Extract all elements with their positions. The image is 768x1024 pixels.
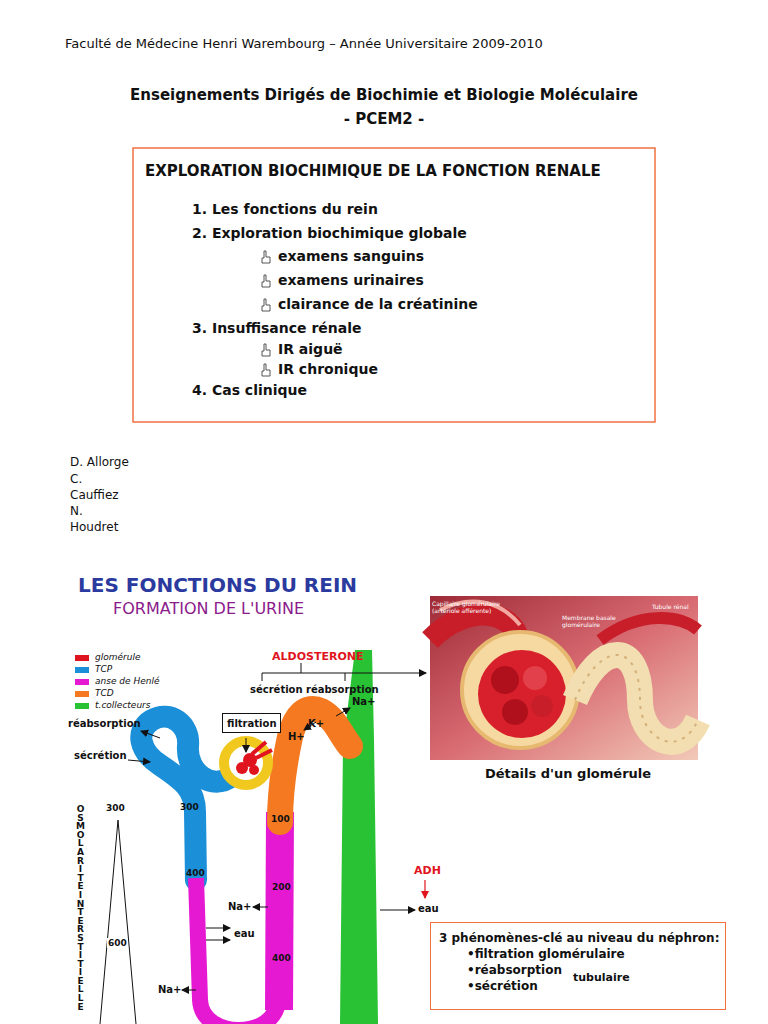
node-text: 4. Cas clinique: [192, 382, 307, 398]
node-text: EXPLORATION BIOCHIMIQUE DE LA FONCTION R…: [145, 162, 601, 180]
osmolarity-value: 400: [186, 868, 205, 878]
ion-label: Na+: [228, 901, 252, 912]
henle-ascending: [279, 812, 280, 1010]
hand-icon: [260, 250, 272, 264]
node-text: •filtration glomérulaire: [467, 947, 625, 961]
author: Cauffiez: [70, 488, 119, 502]
hormone-label: ALDOSTERONE: [272, 650, 364, 663]
legend-text: t.collecteurs: [95, 700, 151, 710]
section-heading: LES FONCTIONS DU REIN: [78, 573, 357, 597]
osmolarity-value: 600: [107, 938, 128, 948]
legend-swatch: [75, 655, 89, 661]
author: D. Allorge: [70, 455, 129, 469]
axis-label: OSMOLARITE INTERSTITIELLE: [76, 805, 85, 1011]
hand-icon: [260, 274, 272, 288]
legend-swatch: [75, 667, 89, 673]
subtitle: - PCEM2 -: [0, 110, 768, 128]
node-text: filtration: [227, 718, 277, 729]
collecting-duct: [340, 650, 378, 1024]
process-label: réabsorption: [306, 684, 379, 695]
legend-text: glomérule: [95, 652, 140, 662]
node-text: examens urinaires: [278, 272, 424, 288]
node-text: 3 phénomènes-clé au niveau du néphron:: [439, 931, 719, 945]
section-subheading: FORMATION DE L'URINE: [113, 599, 304, 618]
legend-text: TCD: [95, 688, 114, 698]
legend-text: anse de Henlé: [95, 676, 159, 686]
contents-box: EXPLORATION BIOCHIMIQUE DE LA FONCTION R…: [133, 148, 655, 422]
ion-label: Na+: [158, 984, 182, 995]
ion-label: K+: [308, 718, 324, 729]
author: Houdret: [70, 520, 118, 534]
picture-caption: Détails d'un glomérule: [485, 766, 651, 781]
proximal-tubule: [141, 717, 232, 880]
node-text: IR chronique: [278, 361, 378, 377]
node-text: 1. Les fonctions du rein: [192, 201, 378, 217]
node-text: •sécrétion: [467, 979, 538, 993]
author: N.: [70, 504, 83, 518]
glomerulus-picture: [430, 596, 698, 760]
author: C.: [70, 472, 82, 486]
legend-swatch: [75, 691, 89, 697]
process-label: sécrétion: [250, 684, 303, 695]
legend-swatch: [75, 703, 89, 709]
hand-icon: [260, 363, 272, 377]
node-text: IR aiguë: [278, 341, 343, 357]
osmolarity-value: 300: [106, 803, 125, 813]
node-text: tubulaire: [573, 971, 630, 984]
osmolarity-value: 400: [272, 953, 291, 963]
ion-label: H+: [288, 731, 305, 742]
node-text: 2. Exploration biochimique globale: [192, 225, 467, 241]
legend-swatch: [75, 679, 89, 685]
picture-label: Membrane basale glomérulaire: [562, 614, 632, 628]
node-text: examens sanguins: [278, 248, 424, 264]
osmolarity-value: 200: [272, 882, 291, 892]
process-label: réabsorption: [68, 718, 141, 729]
node-text: clairance de la créatinine: [278, 296, 478, 312]
ion-label: Na+: [352, 696, 376, 707]
picture-label: Capillaire glomérulaire (artériole affér…: [432, 600, 512, 614]
hand-icon: [260, 298, 272, 312]
osmolarity-value: 300: [180, 802, 199, 812]
toc-border: [133, 148, 655, 422]
water-label: eau: [418, 903, 439, 914]
distal-tubule: [280, 709, 350, 822]
hormone-label: ADH: [414, 864, 441, 877]
osmolarity-value: 100: [271, 814, 290, 824]
page-title: Enseignements Dirigés de Biochimie et Bi…: [0, 86, 768, 104]
osmolarity-gradient: [100, 820, 136, 1024]
picture-label: Tubule rénal: [652, 603, 689, 610]
header-line: Faculté de Médecine Henri Warembourg – A…: [65, 36, 543, 51]
node-text: 3. Insuffisance rénale: [192, 320, 362, 336]
process-label: sécrétion: [74, 750, 127, 761]
filtration-box: filtration: [222, 713, 281, 733]
hand-icon: [260, 343, 272, 357]
ion-label: eau: [234, 928, 255, 939]
node-text: •réabsorption: [467, 963, 562, 977]
summary-box: 3 phénomènes-clé au niveau du néphron: •f…: [430, 922, 726, 1010]
legend-text: TCP: [95, 664, 112, 674]
